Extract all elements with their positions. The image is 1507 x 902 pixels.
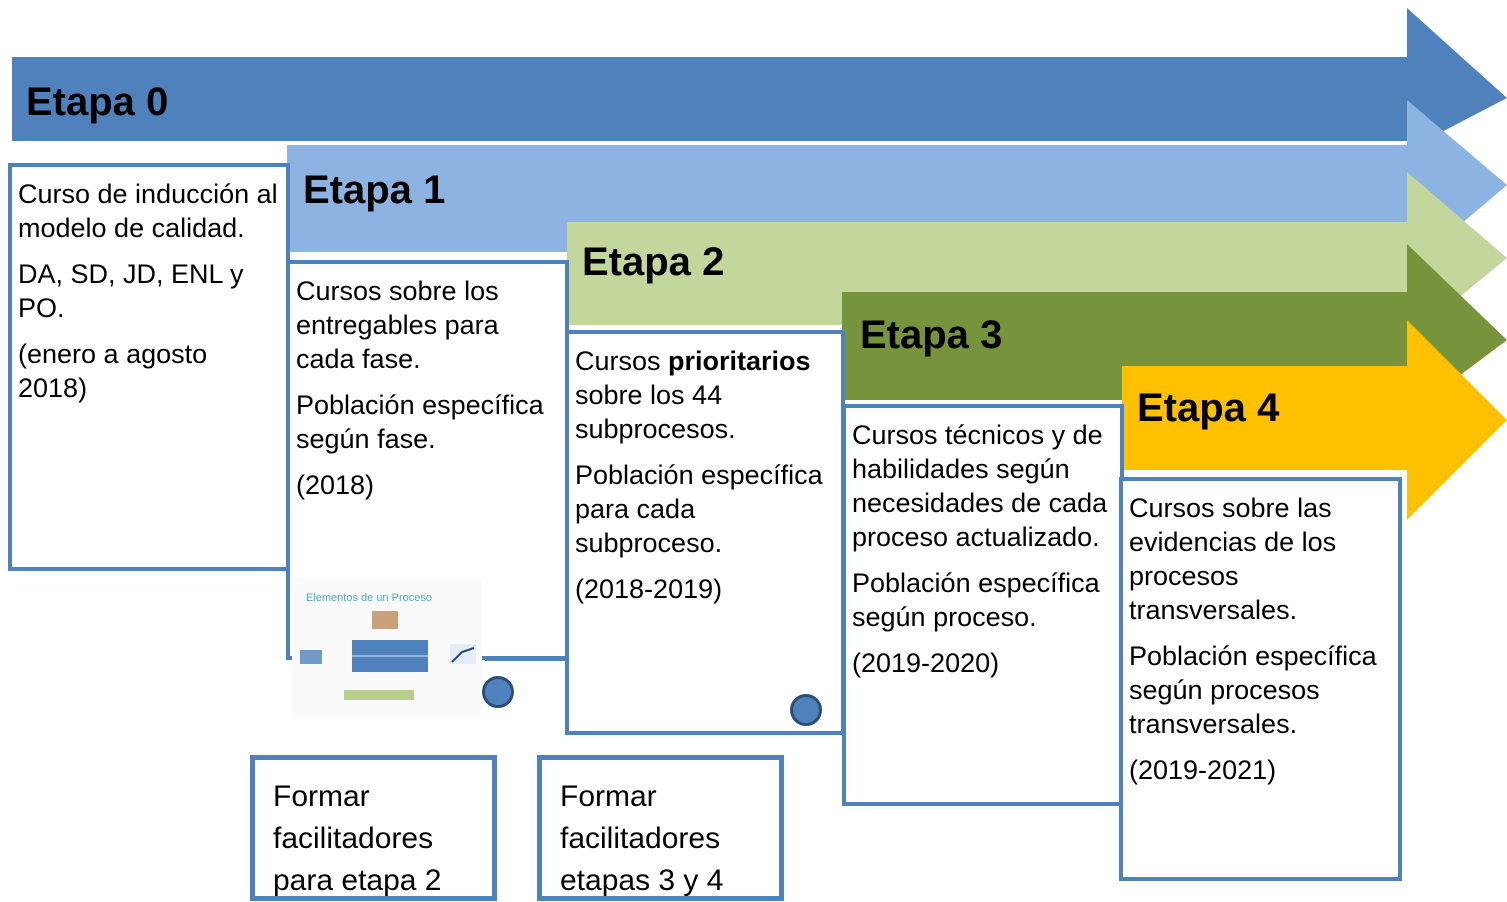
- facilitator-text-2: Formar facilitadores etapas 3 y 4: [560, 780, 724, 897]
- stage-2-box: Cursos prioritarios sobre los 44 subproc…: [565, 330, 845, 735]
- stage-0-number: 0: [146, 80, 169, 124]
- thumbnail-title: Elementos de un Proceso: [306, 592, 432, 604]
- connector-dot-1: [482, 676, 514, 708]
- stage-4-text-2: Población específica según procesos tran…: [1129, 641, 1377, 739]
- stage-2-text-1-bold: prioritarios: [668, 346, 811, 376]
- stage-2-number: 2: [702, 240, 725, 284]
- facilitator-text-1: Formar facilitadores para etapa 2: [273, 780, 442, 897]
- stage-1-title: Etapa 1: [303, 170, 445, 210]
- stage-4-box: Cursos sobre las evidencias de los proce…: [1119, 477, 1402, 881]
- stage-3-text-1: Cursos técnicos y de habilidades según n…: [852, 420, 1108, 552]
- facilitator-box-1: Formar facilitadores para etapa 2: [250, 755, 497, 901]
- process-diagram-image: Elementos de un Proceso: [300, 592, 476, 700]
- stage-2-text-2: Población específica para cada subproces…: [575, 460, 823, 558]
- stage-3-title: Etapa 3: [860, 315, 1002, 355]
- stage-2-text-3: (2018-2019): [575, 574, 723, 604]
- stage-4-text-1: Cursos sobre las evidencias de los proce…: [1129, 493, 1337, 625]
- facilitator-box-2: Formar facilitadores etapas 3 y 4: [537, 755, 784, 901]
- stage-4-title: Etapa 4: [1137, 388, 1279, 428]
- arrow-stage-0: [12, 8, 1507, 150]
- stage-4-label: Etapa: [1137, 386, 1246, 430]
- stage-4-number: 4: [1257, 386, 1280, 430]
- stage-2-text-1: Cursos prioritarios sobre los 44 subproc…: [575, 344, 835, 446]
- stage-2-title: Etapa 2: [582, 242, 724, 282]
- stage-1-number: 1: [423, 168, 446, 212]
- stage-3-box: Cursos técnicos y de habilidades según n…: [842, 404, 1124, 806]
- stage-0-label: Etapa: [26, 80, 135, 124]
- process-elements-thumbnail: Elementos de un Proceso: [292, 578, 482, 718]
- stage-3-label: Etapa: [860, 313, 969, 357]
- stage-1-text-1: Cursos sobre los entregables para cada f…: [296, 276, 499, 374]
- stage-0-text-1: Curso de inducción al modelo de calidad.: [18, 179, 278, 243]
- stage-2-text-1-post: sobre los 44 subprocesos.: [575, 380, 736, 444]
- stage-3-number: 3: [980, 313, 1003, 357]
- stage-3-text-3: (2019-2020): [852, 648, 1000, 678]
- stage-1-text-2: Población específica según fase.: [296, 390, 544, 454]
- stage-0-box: Curso de inducción al modelo de calidad.…: [8, 163, 290, 571]
- arrow-stage-4: [1122, 320, 1507, 520]
- stage-2-label: Etapa: [582, 240, 691, 284]
- connector-dot-2: [790, 694, 822, 726]
- stage-1-text-3: (2018): [296, 470, 375, 500]
- stage-0-title: Etapa 0: [26, 82, 168, 122]
- stage-3-text-2: Población específica según proceso.: [852, 568, 1100, 632]
- stage-2-text-1-pre: Cursos: [575, 346, 669, 376]
- stage-0-text-2: DA, SD, JD, ENL y PO.: [18, 259, 244, 323]
- stage-4-text-3: (2019-2021): [1129, 755, 1277, 785]
- stage-0-text-3: (enero a agosto 2018): [18, 339, 208, 403]
- stage-1-label: Etapa: [303, 168, 412, 212]
